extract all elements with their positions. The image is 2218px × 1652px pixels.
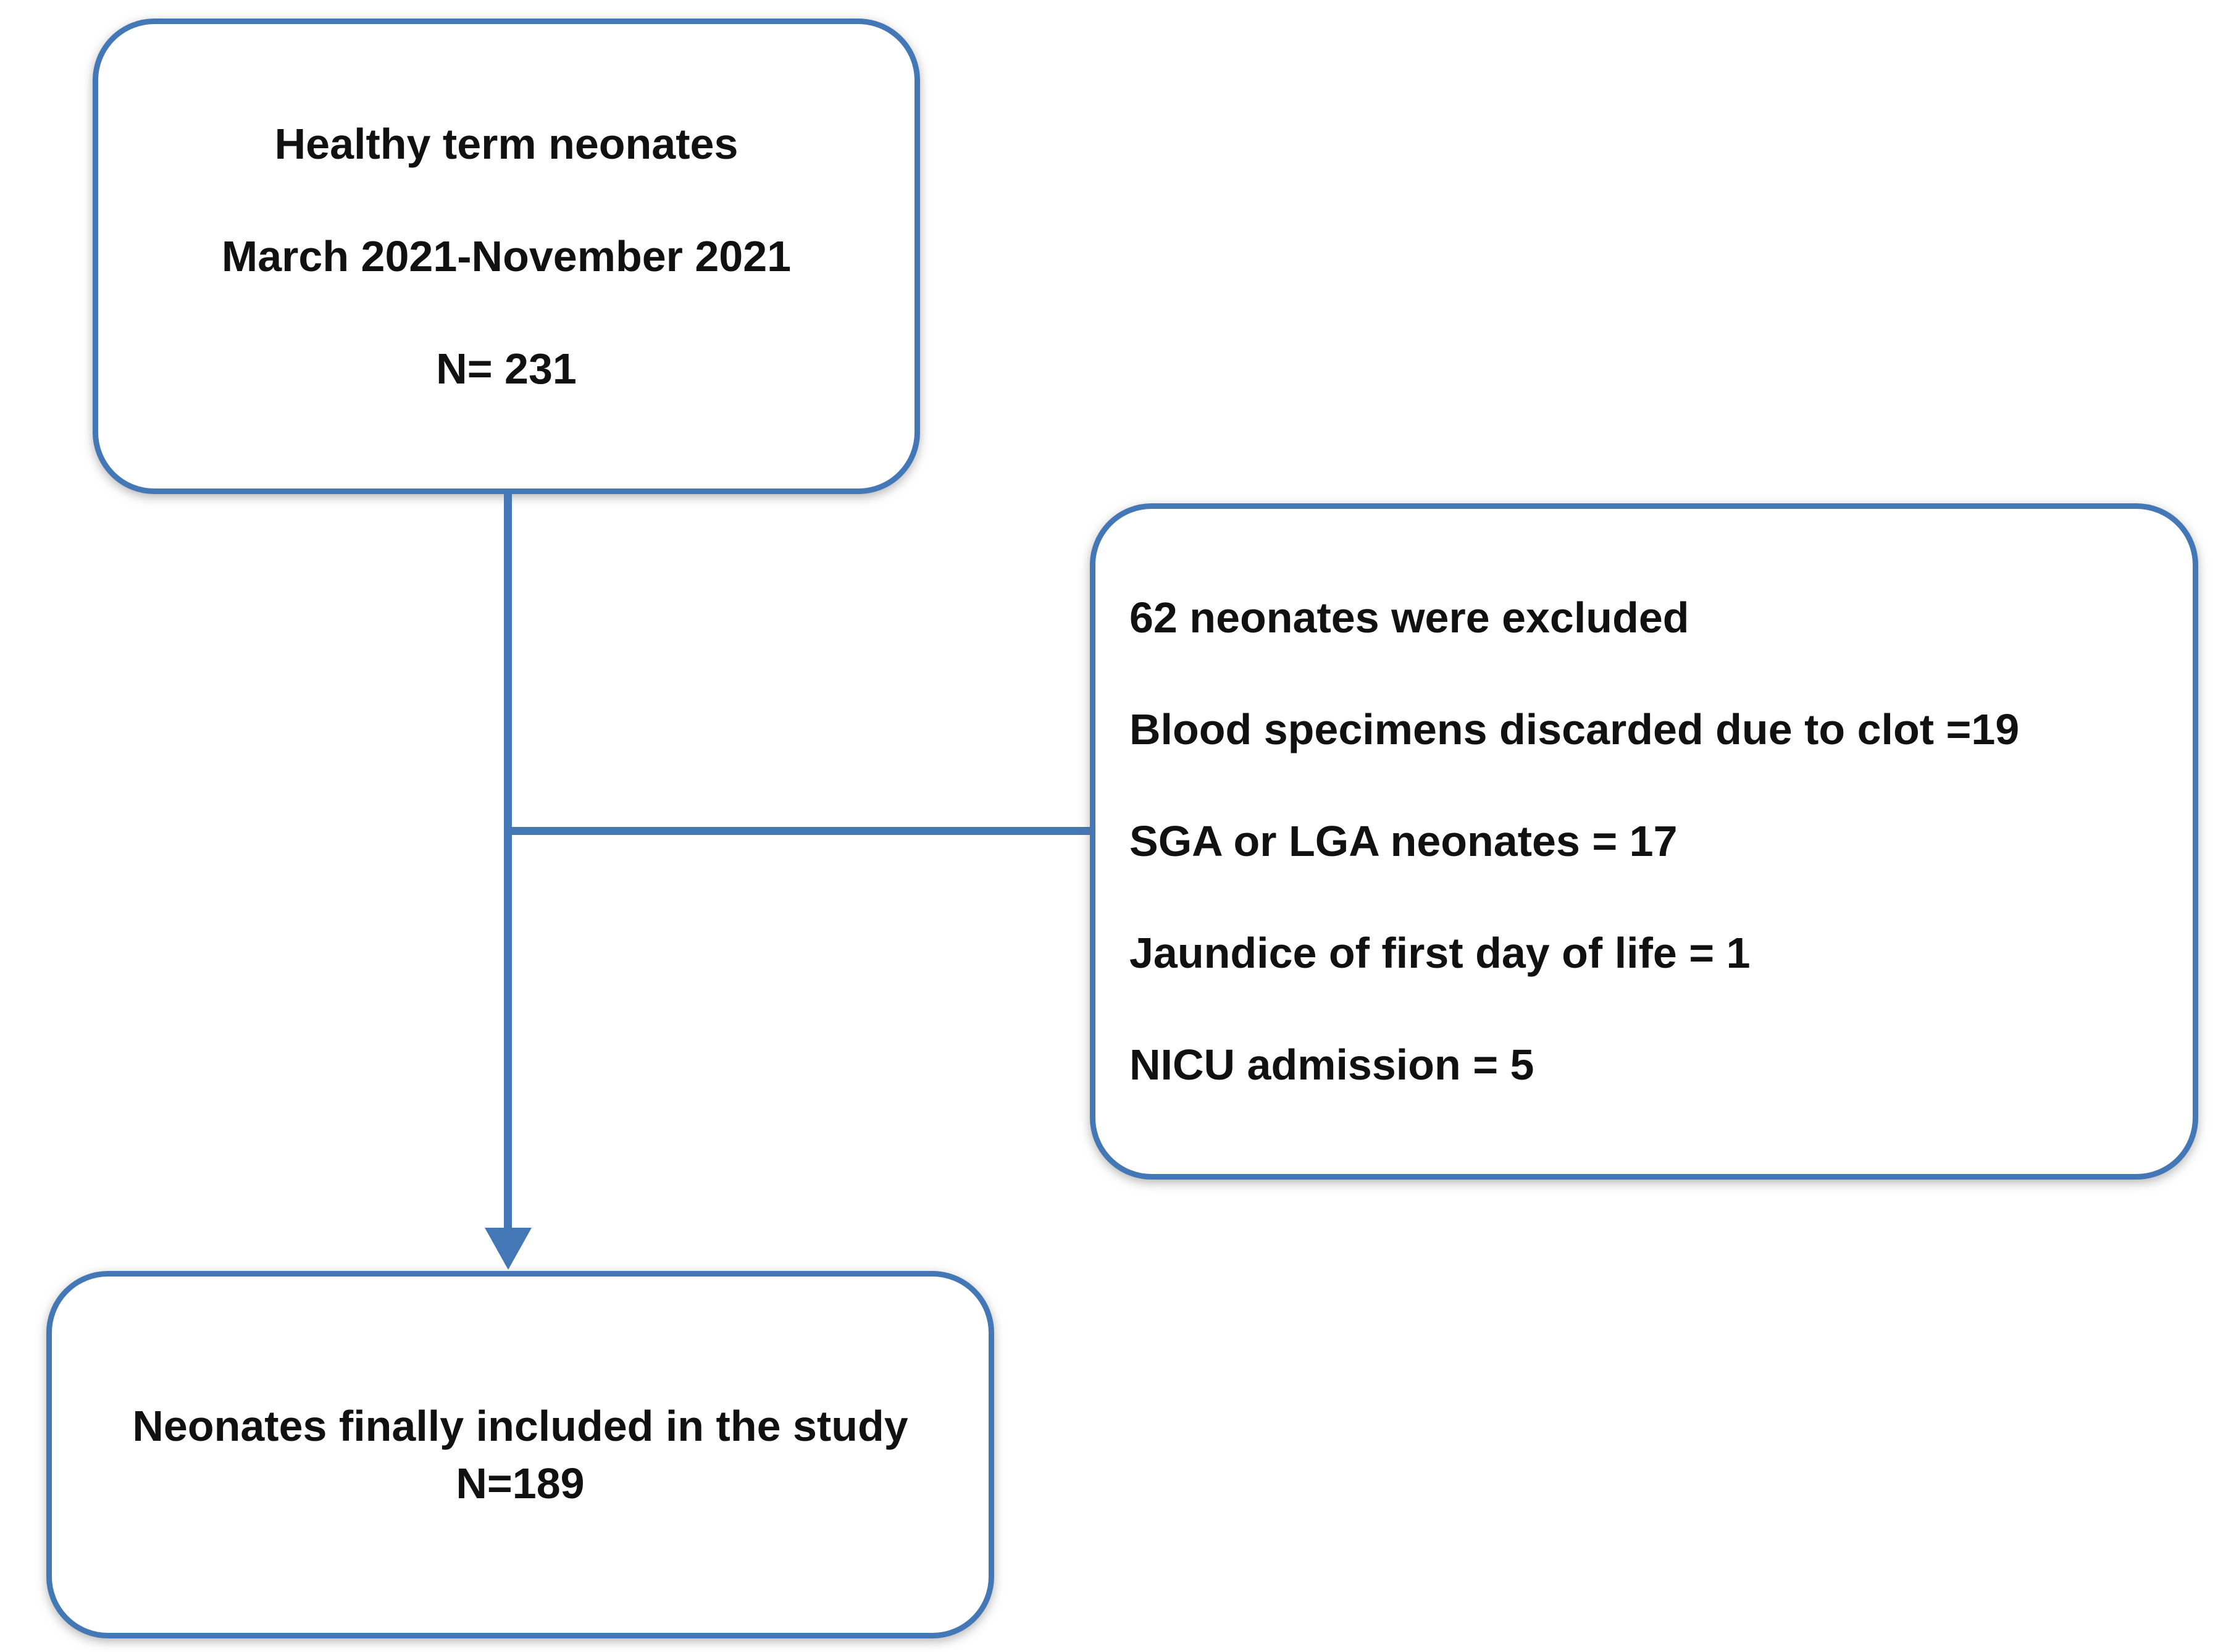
- enrolled-period-label: March 2021-November 2021: [221, 232, 792, 280]
- flow-box-included: Neonates finally included in the study N…: [46, 1271, 994, 1638]
- included-title-label: Neonates finally included in the study: [132, 1401, 908, 1450]
- flow-box-excluded: 62 neonates were excluded Blood specimen…: [1090, 503, 2198, 1180]
- connector-vertical-line: [504, 494, 512, 1230]
- excluded-reason-sga-lga-label: SGA or LGA neonates = 17: [1129, 817, 1678, 865]
- arrow-down-icon: [485, 1228, 532, 1270]
- connector-horizontal-branch: [504, 827, 1090, 835]
- included-count-label: N=189: [456, 1459, 585, 1507]
- excluded-total-label: 62 neonates were excluded: [1129, 593, 1689, 642]
- enrolled-population-label: Healthy term neonates: [274, 119, 739, 168]
- excluded-reason-clot-label: Blood specimens discarded due to clot =1…: [1129, 705, 2020, 753]
- excluded-reason-jaundice-label: Jaundice of first day of life = 1: [1129, 929, 1751, 977]
- flow-box-enrolled: Healthy term neonates March 2021-Novembe…: [93, 19, 920, 494]
- enrolled-count-label: N= 231: [436, 344, 577, 393]
- excluded-reason-nicu-label: NICU admission = 5: [1129, 1041, 1534, 1089]
